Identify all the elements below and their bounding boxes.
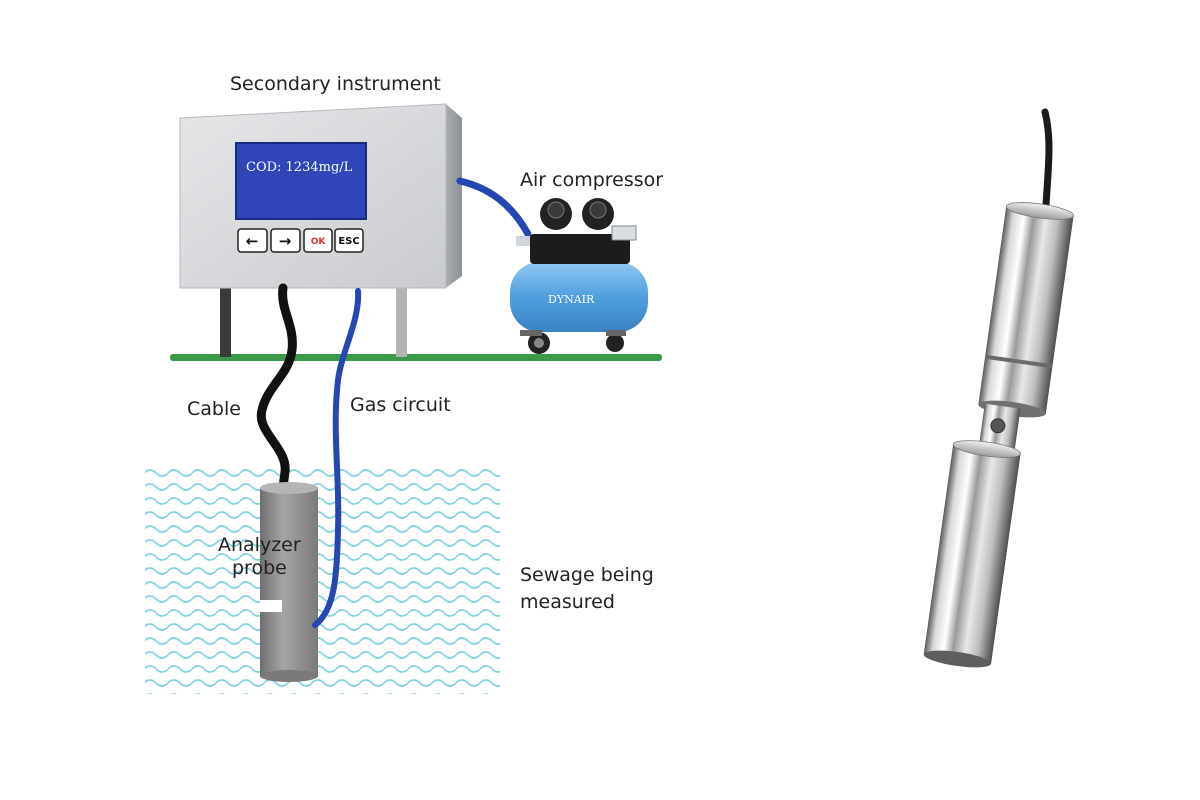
label-analyzer-probe-line1: Analyzer <box>218 534 301 556</box>
instrument-screen <box>235 142 367 220</box>
key-left-button[interactable]: ← <box>237 228 268 253</box>
label-analyzer-probe-line2: probe <box>232 557 287 579</box>
key-right-button[interactable]: → <box>270 228 301 253</box>
label-cable: Cable <box>187 398 241 420</box>
label-secondary-instrument: Secondary instrument <box>230 73 441 95</box>
instrument-leg-left <box>220 285 231 357</box>
key-ok-button[interactable]: OK <box>303 228 333 253</box>
label-gas-circuit: Gas circuit <box>350 394 451 416</box>
label-air-compressor: Air compressor <box>520 169 663 191</box>
stainless-probe-photo <box>923 108 1075 668</box>
ground-line <box>170 354 662 361</box>
air-compressor: DYNAIR <box>510 198 648 354</box>
analyzer-probe <box>260 482 318 682</box>
compressor-hose <box>456 177 532 238</box>
instrument-leg-right <box>396 285 407 357</box>
compressor-brand: DYNAIR <box>548 293 595 306</box>
label-sewage-line2: measured <box>520 591 615 613</box>
key-esc-button[interactable]: ESC <box>334 228 364 253</box>
arrow-left-icon: ← <box>246 232 259 250</box>
key-ok-label: OK <box>311 237 327 247</box>
cable-line <box>256 283 297 495</box>
gas-circuit-hose <box>312 288 362 628</box>
arrow-right-icon: → <box>279 232 292 250</box>
probe-cable <box>1041 108 1053 209</box>
secondary-instrument: COD: 1234mg/L ← → OK ESC <box>179 103 462 289</box>
key-esc-label: ESC <box>338 236 359 247</box>
label-sewage-line1: Sewage being <box>520 564 654 586</box>
sewage-water <box>145 466 500 694</box>
screen-reading: COD: 1234mg/L <box>246 160 353 175</box>
